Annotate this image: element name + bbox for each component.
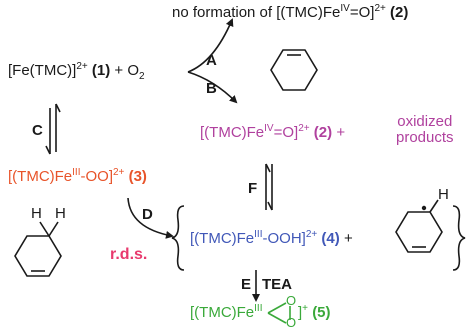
- cyclohexene-molecule-bottom: [14, 221, 62, 277]
- peroxo-o-top: O: [286, 293, 297, 308]
- h-label-1: H: [31, 205, 42, 222]
- cyclohexenyl-radical: [395, 199, 443, 253]
- arrow-b: [187, 71, 238, 104]
- equilibrium-arrows-c: [45, 103, 61, 155]
- hydroperoxo-complex: [(TMC)FeIII-OOH]2+ (4) +: [190, 229, 353, 248]
- superoxo-complex: [(TMC)FeIII-OO]2+ (3): [8, 167, 147, 186]
- radical-dot: [421, 205, 427, 211]
- step-d-label: D: [142, 206, 153, 223]
- cyclohexene-molecule-top: [270, 49, 318, 91]
- step-c-label: C: [32, 122, 43, 139]
- arrow-a: [187, 18, 234, 73]
- peroxo-charge-num: ]+ (5): [298, 303, 331, 322]
- step-e-label: E: [241, 276, 252, 293]
- peroxo-o-bottom: O: [286, 315, 297, 329]
- left-brace: [171, 205, 185, 271]
- peroxo-complex: [(TMC)FeIII: [190, 303, 263, 322]
- rds-label: r.d.s.: [110, 246, 148, 263]
- step-f-label: F: [248, 180, 258, 197]
- step-b-label: B: [206, 80, 217, 97]
- arrow-d: [127, 197, 174, 239]
- fe-oxo-complex: [(TMC)FeIV=O]2+ (2) +: [200, 123, 346, 142]
- tea-label: TEA: [262, 276, 292, 293]
- oxidized-products: oxidized products: [396, 113, 454, 146]
- h-label-2: H: [55, 205, 66, 222]
- right-brace: [452, 205, 466, 271]
- peroxo-bonds: [267, 302, 291, 324]
- h-label-3: H: [438, 186, 449, 203]
- no-formation-note: no formation of [(TMC)FeIV=O]2+ (2): [172, 3, 409, 22]
- equilibrium-arrows-f: [265, 163, 273, 211]
- reactant-fe-tmc: [Fe(TMC)]2+ (1) + O2: [8, 61, 145, 83]
- step-a-label: A: [206, 52, 217, 69]
